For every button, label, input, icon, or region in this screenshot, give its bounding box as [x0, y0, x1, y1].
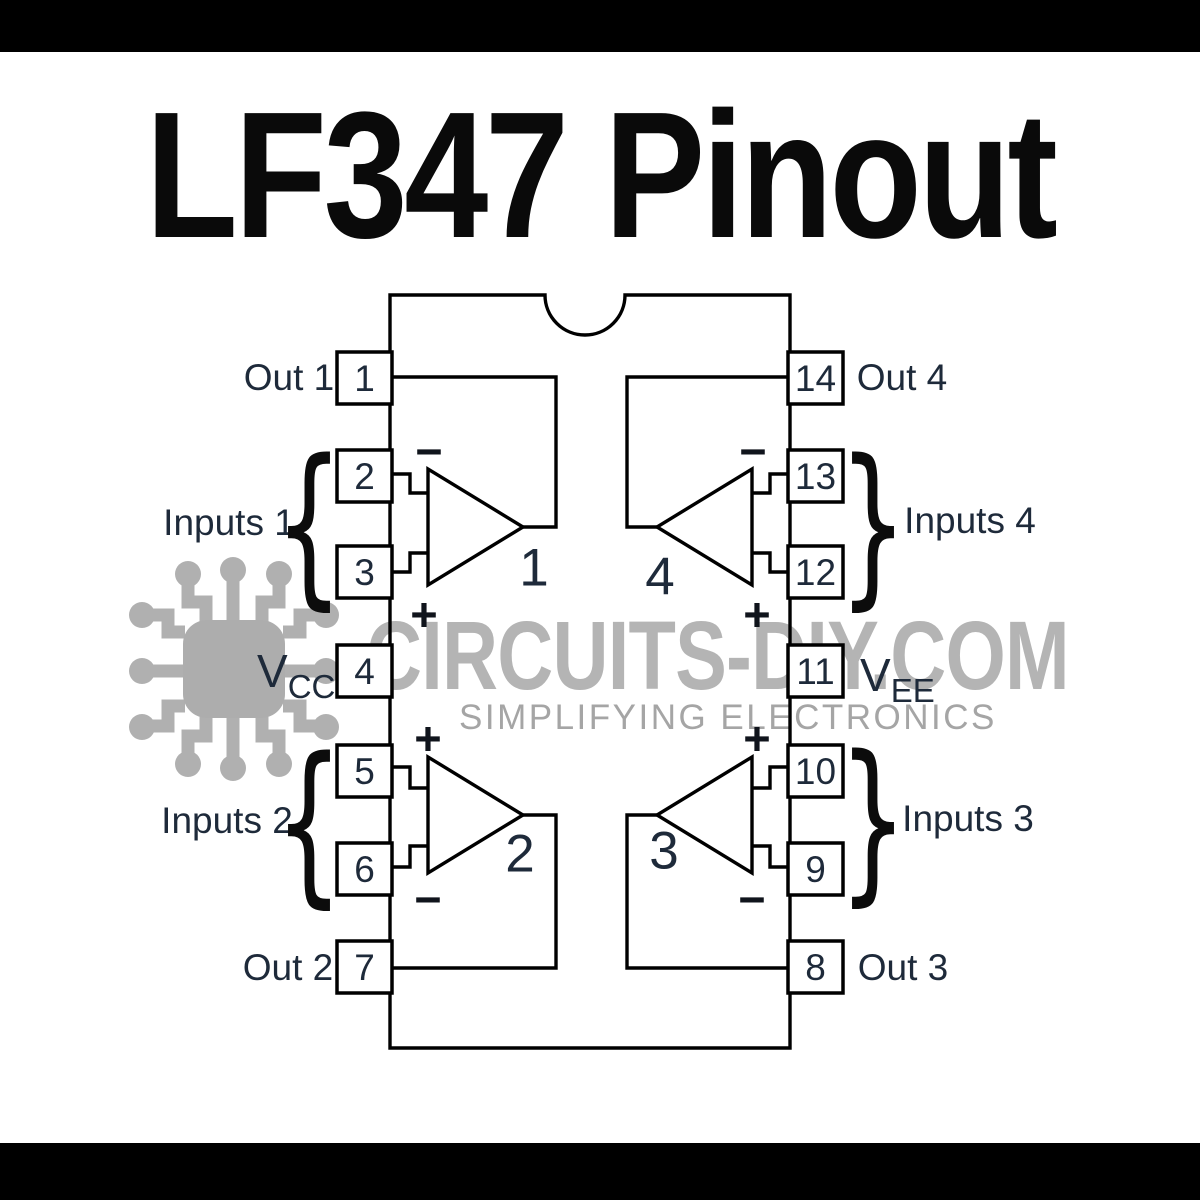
pin-box-1 [335, 350, 394, 406]
label-vee: VEE [860, 649, 935, 707]
label-inputs-2: Inputs 2 [161, 800, 293, 841]
label-out-4: Out 4 [856, 357, 948, 398]
label-inputs-3: Inputs 3 [902, 798, 1034, 839]
wire-pin3-stub [392, 551, 428, 574]
opamp2-minus-sign: − [414, 872, 442, 926]
inputs4-brace: } [838, 423, 908, 627]
wire-pin5-stub [392, 765, 428, 790]
opamp2-plus-sign: + [414, 711, 442, 765]
pin-1-number: 1 [354, 358, 375, 399]
opamp4-plus-sign: + [743, 587, 771, 641]
opamp-3-number: 3 [649, 821, 679, 881]
label-out-1: Out 1 [243, 357, 335, 398]
pin-2-number: 2 [354, 456, 375, 497]
watermark-brand-text: CIRCUITS-DIY.COM [366, 601, 1070, 710]
vee-letter: V [860, 649, 891, 701]
pin-5-number: 5 [354, 751, 375, 792]
ic-body-outline [388, 293, 792, 1050]
inputs1-brace: { [274, 423, 344, 627]
label-inputs-4: Inputs 4 [904, 500, 1036, 541]
pin-13-number: 13 [794, 456, 837, 497]
vcc-letter: V [257, 645, 288, 697]
microchip-icon [129, 557, 339, 781]
pin-box-5 [335, 743, 394, 799]
wire-pin1-to-opamp1 [392, 375, 558, 529]
wire-pin2-stub [392, 472, 428, 495]
wire-pin13-stub [752, 472, 788, 495]
opamp2-triangle [426, 753, 527, 877]
wire-pin14-to-opamp4 [625, 375, 788, 529]
opamp3-triangle [653, 753, 754, 877]
opamp-1-number: 1 [519, 538, 549, 598]
pin-6-number: 6 [354, 849, 375, 890]
vee-subscript: EE [890, 672, 935, 709]
pin-box-3 [335, 544, 394, 600]
opamp1-triangle [426, 465, 527, 589]
pin-box-2 [335, 448, 394, 504]
opamp3-minus-sign: − [738, 872, 766, 926]
label-out-2: Out 2 [242, 947, 334, 988]
pin-box-10 [786, 743, 845, 799]
pin-3-number: 3 [354, 552, 375, 593]
pin-box-12 [786, 544, 845, 600]
wire-pin8-to-opamp3 [625, 813, 788, 970]
wire-pin10-stub [752, 765, 788, 790]
pin-7-number: 7 [354, 947, 375, 988]
pin-11-number: 11 [796, 651, 835, 692]
wire-pin6-stub [392, 844, 428, 869]
vcc-subscript: CC [287, 668, 336, 705]
bottom-letterbox-bar [0, 1143, 1200, 1200]
wire-pin12-stub [752, 551, 788, 574]
opamp3-plus-sign: + [743, 711, 771, 765]
wire-pin9-stub [752, 844, 788, 869]
pin-box-9 [786, 841, 845, 897]
pin-14-number: 14 [794, 358, 837, 399]
opamp-4-number: 4 [645, 547, 675, 607]
label-vcc: VCC [257, 645, 335, 703]
pin-4-number: 4 [354, 651, 375, 692]
pin-box-8 [786, 939, 845, 995]
pin-box-13 [786, 448, 845, 504]
pin-box-4 [335, 643, 394, 699]
inputs2-brace: { [274, 721, 344, 925]
label-inputs-1: Inputs 1 [163, 502, 295, 543]
wire-pin7-to-opamp2 [392, 813, 558, 970]
opamp-2-number: 2 [505, 824, 535, 884]
pin-box-14 [786, 350, 845, 406]
opamp1-minus-sign: − [415, 424, 443, 478]
opamp4-triangle [653, 465, 754, 589]
pin-box-11 [786, 643, 845, 699]
label-out-3: Out 3 [857, 947, 949, 988]
opamp1-plus-sign: + [410, 587, 438, 641]
pin-9-number: 9 [805, 849, 826, 890]
pin-12-number: 12 [794, 552, 837, 593]
page-title: LF347 Pinout [145, 75, 1058, 276]
top-letterbox-bar [0, 0, 1200, 52]
watermark-tagline-text: SIMPLIFYING ELECTRONICS [459, 698, 997, 737]
inputs3-brace: } [838, 719, 908, 923]
opamp4-minus-sign: − [739, 424, 767, 478]
pin-10-number: 10 [794, 751, 837, 792]
pin-box-7 [335, 939, 394, 995]
pin-box-6 [335, 841, 394, 897]
pin-8-number: 8 [805, 947, 826, 988]
